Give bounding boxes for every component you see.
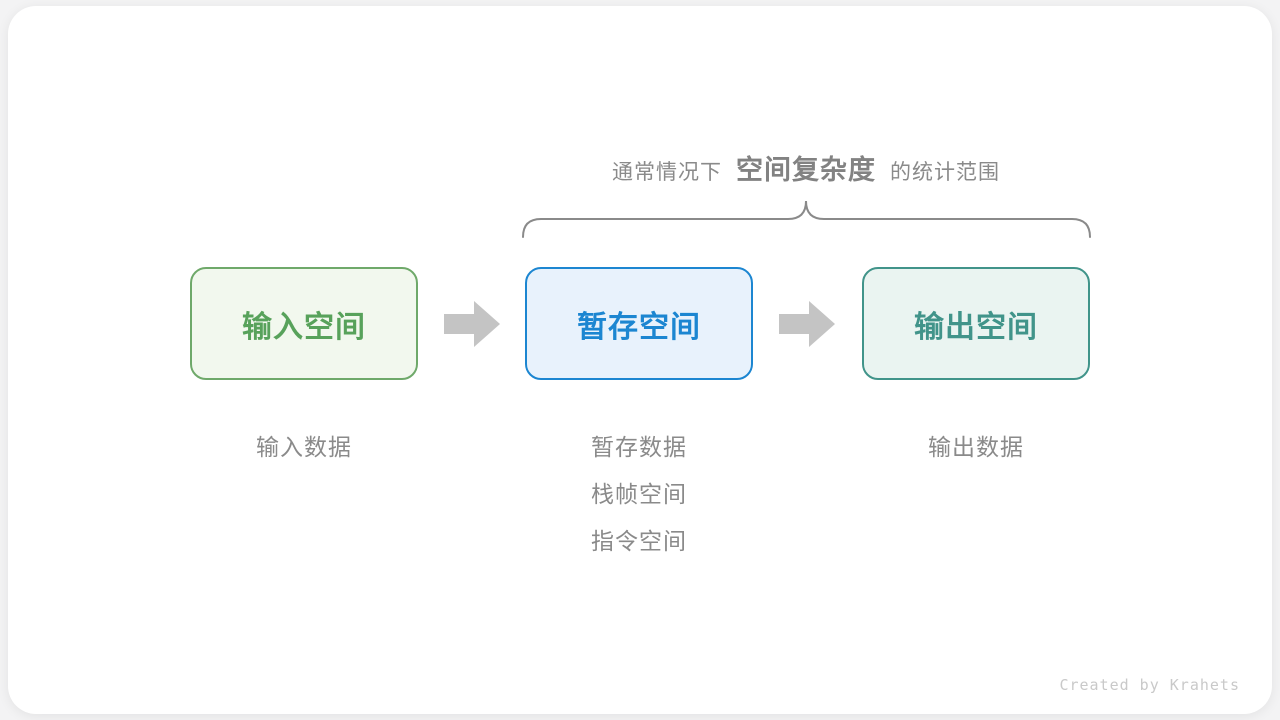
note-line: 栈帧空间 bbox=[591, 481, 687, 507]
note-temp: 暂存数据 栈帧空间 指令空间 bbox=[525, 424, 753, 565]
box-temp-space: 暂存空间 bbox=[525, 267, 753, 380]
box-output-space-label: 输出空间 bbox=[914, 310, 1038, 344]
caption-suffix: 的统计范围 bbox=[890, 161, 1000, 184]
box-output-space: 输出空间 bbox=[862, 267, 1090, 380]
note-line: 暂存数据 bbox=[591, 434, 687, 460]
box-temp-space-label: 暂存空间 bbox=[577, 310, 701, 344]
note-line: 输出数据 bbox=[928, 434, 1024, 460]
caption: 通常情况下 空间复杂度 的统计范围 bbox=[612, 148, 1000, 187]
footer-credit: Created by Krahets bbox=[1059, 676, 1240, 694]
note-line: 指令空间 bbox=[591, 528, 687, 554]
arrow-right-icon bbox=[779, 301, 835, 347]
arrow-right-icon bbox=[444, 301, 500, 347]
caption-highlight: 空间复杂度 bbox=[736, 155, 876, 185]
box-input-space-label: 输入空间 bbox=[242, 310, 366, 344]
box-input-space: 输入空间 bbox=[190, 267, 418, 380]
curly-brace-icon bbox=[522, 200, 1091, 238]
caption-prefix: 通常情况下 bbox=[612, 161, 722, 184]
note-line: 输入数据 bbox=[256, 434, 352, 460]
note-input: 输入数据 bbox=[190, 424, 418, 471]
note-output: 输出数据 bbox=[862, 424, 1090, 471]
